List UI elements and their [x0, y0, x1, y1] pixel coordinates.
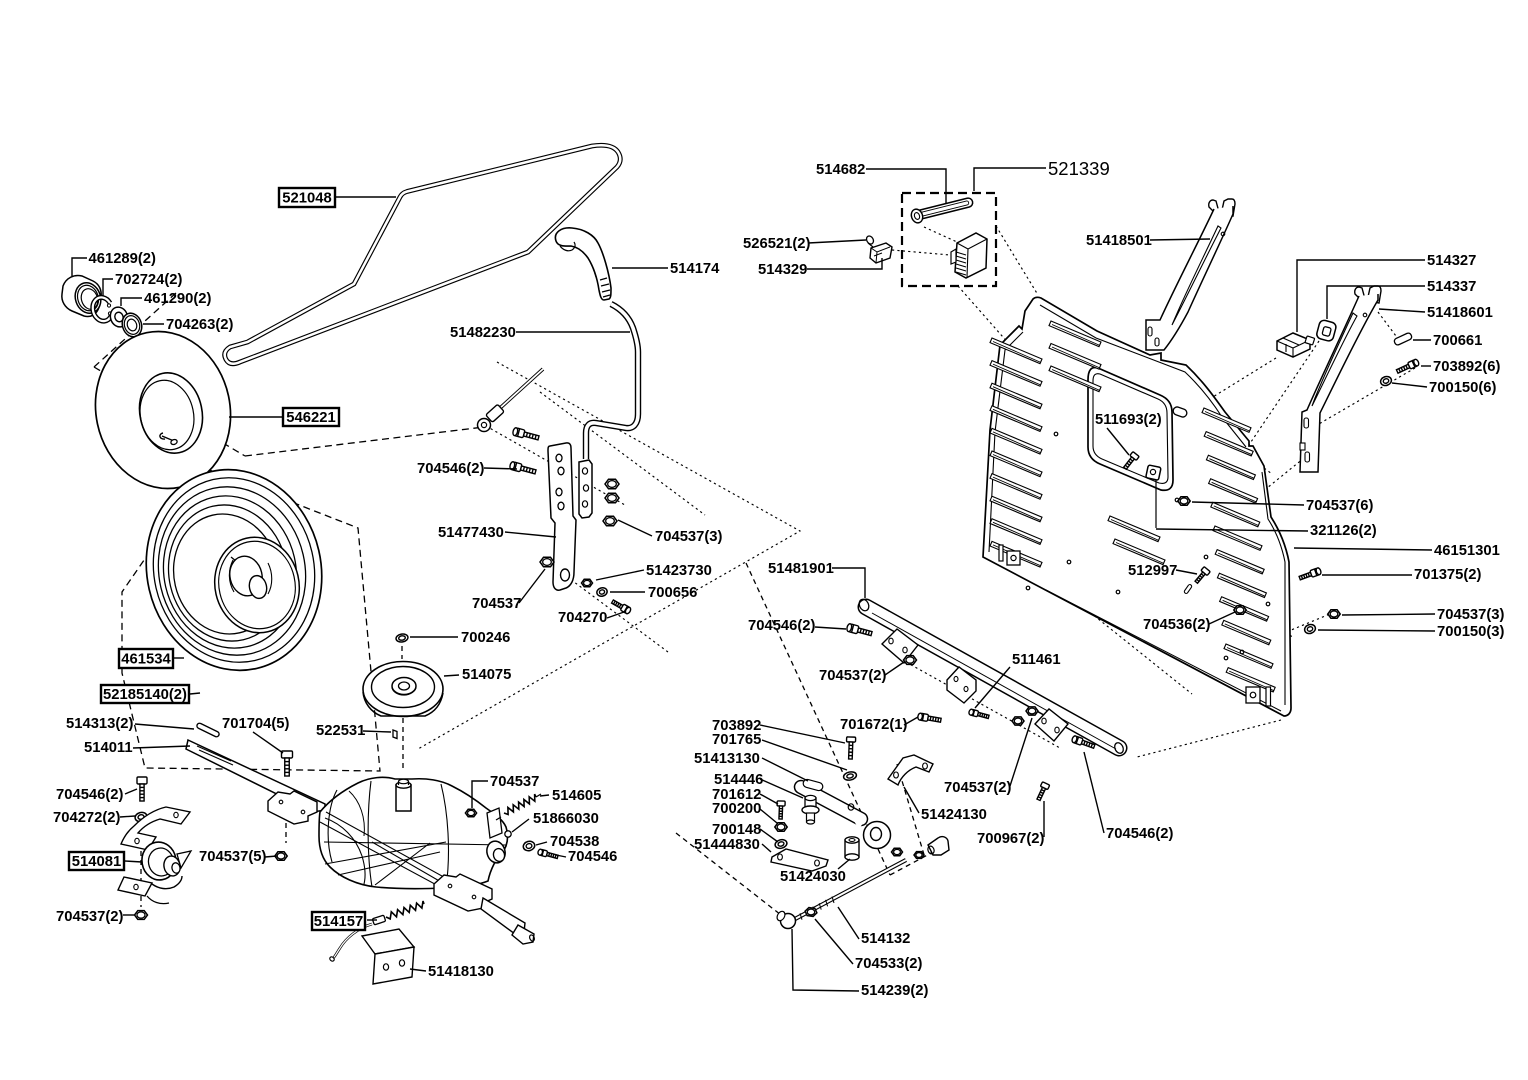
- svg-text:704536(2): 704536(2): [1143, 617, 1211, 633]
- svg-text:701704(5): 701704(5): [222, 716, 290, 732]
- svg-text:51477430: 51477430: [438, 525, 504, 541]
- svg-text:704537(2): 704537(2): [56, 909, 124, 925]
- svg-text:461290(2): 461290(2): [144, 291, 212, 307]
- svg-text:701612: 701612: [712, 787, 761, 803]
- svg-text:514682: 514682: [816, 162, 865, 178]
- svg-text:704537(6): 704537(6): [1306, 498, 1374, 514]
- svg-text:514313(2): 514313(2): [66, 716, 134, 732]
- svg-text:51424030: 51424030: [780, 869, 846, 885]
- svg-text:700200: 700200: [712, 801, 761, 817]
- svg-text:522531: 522531: [316, 723, 365, 739]
- svg-text:704546: 704546: [568, 849, 617, 865]
- svg-text:51418130: 51418130: [428, 964, 494, 980]
- svg-text:521339: 521339: [1048, 158, 1110, 179]
- svg-text:703892(6): 703892(6): [1433, 359, 1501, 375]
- svg-text:461289(2): 461289(2): [89, 251, 157, 267]
- svg-text:514081: 514081: [72, 854, 121, 870]
- svg-text:700661: 700661: [1433, 333, 1482, 349]
- svg-text:514327: 514327: [1427, 253, 1476, 269]
- svg-text:514011: 514011: [84, 740, 133, 756]
- svg-text:511693(2): 511693(2): [1095, 412, 1162, 428]
- svg-text:511461: 511461: [1012, 652, 1061, 668]
- svg-text:46151301: 46151301: [1434, 543, 1500, 559]
- svg-text:701765: 701765: [712, 732, 761, 748]
- svg-text:704537(3): 704537(3): [655, 529, 723, 545]
- svg-text:704537: 704537: [490, 774, 539, 790]
- svg-text:51866030: 51866030: [533, 811, 599, 827]
- svg-text:704537(2): 704537(2): [819, 668, 887, 684]
- svg-text:704546(2): 704546(2): [748, 618, 816, 634]
- svg-text:704537: 704537: [472, 596, 521, 612]
- svg-text:700150(3): 700150(3): [1437, 624, 1505, 640]
- svg-text:703892: 703892: [712, 718, 761, 734]
- svg-text:51481901: 51481901: [768, 561, 834, 577]
- svg-text:51418501: 51418501: [1086, 233, 1152, 249]
- svg-text:52185140(2): 52185140(2): [103, 687, 187, 703]
- svg-text:700656: 700656: [648, 585, 697, 601]
- svg-text:704538: 704538: [550, 834, 599, 850]
- svg-text:514174: 514174: [670, 261, 720, 277]
- svg-text:704270: 704270: [558, 610, 607, 626]
- svg-text:700246: 700246: [461, 630, 510, 646]
- svg-text:514337: 514337: [1427, 279, 1476, 295]
- svg-text:51444830: 51444830: [694, 837, 760, 853]
- svg-text:704537(2): 704537(2): [944, 780, 1012, 796]
- svg-text:321126(2): 321126(2): [1310, 523, 1377, 539]
- svg-text:51424130: 51424130: [921, 807, 987, 823]
- svg-text:521048: 521048: [282, 191, 331, 207]
- svg-text:704537(5): 704537(5): [199, 849, 267, 865]
- svg-text:51423730: 51423730: [646, 563, 712, 579]
- svg-text:514446: 514446: [714, 772, 763, 788]
- svg-text:704546(2): 704546(2): [1106, 826, 1174, 842]
- svg-text:514157: 514157: [314, 914, 363, 930]
- svg-text:514132: 514132: [861, 931, 910, 947]
- svg-text:704546(2): 704546(2): [417, 461, 485, 477]
- svg-text:700148: 700148: [712, 822, 761, 838]
- svg-text:526521(2): 526521(2): [743, 236, 811, 252]
- svg-text:704546(2): 704546(2): [56, 787, 124, 803]
- svg-text:546221: 546221: [286, 410, 335, 426]
- svg-text:701672(1): 701672(1): [840, 717, 908, 733]
- svg-text:700150(6): 700150(6): [1429, 380, 1497, 396]
- svg-text:704263(2): 704263(2): [166, 317, 234, 333]
- svg-text:700967(2): 700967(2): [977, 831, 1045, 847]
- svg-text:704272(2): 704272(2): [53, 810, 121, 826]
- svg-text:704537(3): 704537(3): [1437, 607, 1505, 623]
- svg-text:702724(2): 702724(2): [115, 272, 183, 288]
- svg-text:514075: 514075: [462, 667, 511, 683]
- svg-text:512997: 512997: [1128, 563, 1177, 579]
- svg-text:514329: 514329: [758, 262, 807, 278]
- svg-text:701375(2): 701375(2): [1414, 567, 1482, 583]
- svg-text:461534: 461534: [121, 652, 171, 668]
- svg-text:514605: 514605: [552, 788, 601, 804]
- svg-text:514239(2): 514239(2): [861, 983, 929, 999]
- svg-text:51413130: 51413130: [694, 751, 760, 767]
- svg-text:51482230: 51482230: [450, 325, 516, 341]
- svg-text:51418601: 51418601: [1427, 305, 1493, 321]
- svg-text:704533(2): 704533(2): [855, 956, 923, 972]
